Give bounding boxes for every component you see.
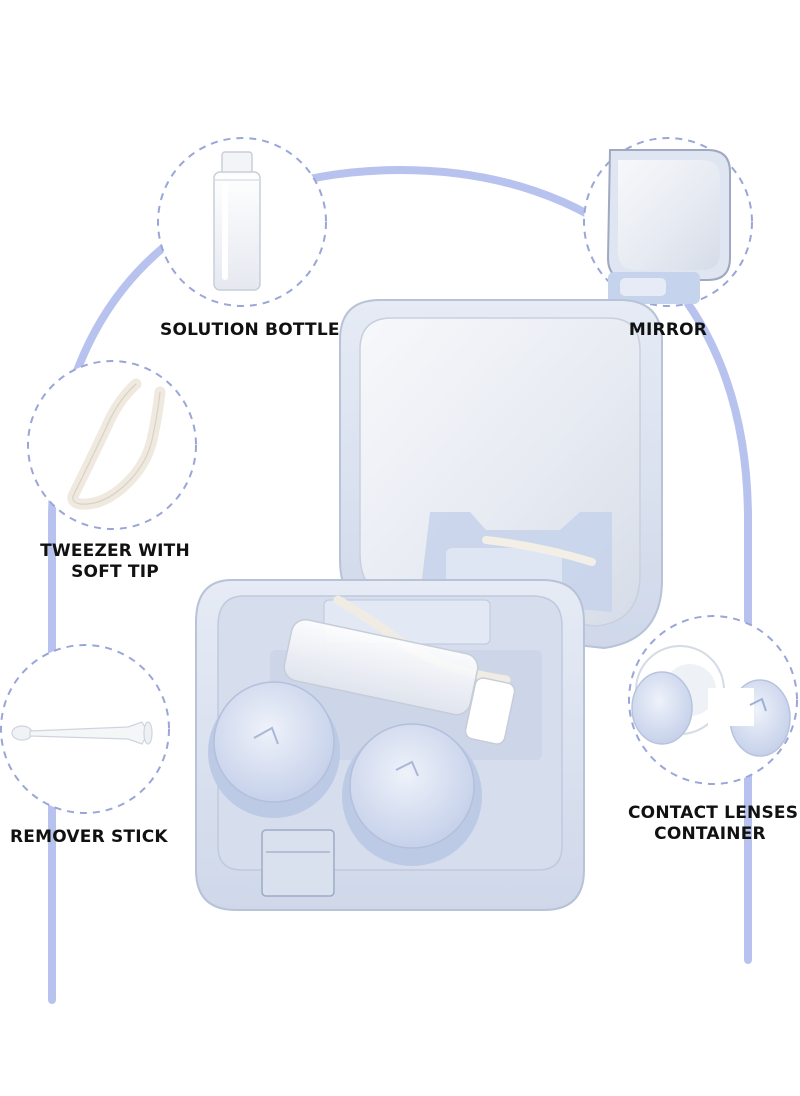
case-lid [339,299,663,650]
callout-tweezer [27,360,197,530]
label-tweezer-line2: SOFT TIP [71,562,159,582]
label-solution-bottle-text: SOLUTION BOTTLE [160,320,340,340]
label-contact-line1: CONTACT LENSES [628,803,799,823]
label-contact-line2: CONTAINER [654,824,766,844]
label-remover-stick-text: REMOVER STICK [10,827,168,847]
remover-stick-icon [11,721,153,745]
label-mirror-text: MIRROR [628,320,708,340]
label-contact-lenses-container: CONTACT LENSES CONTAINER [628,803,799,845]
solution-bottle-icon [213,151,261,291]
label-mirror: MIRROR [618,320,718,341]
label-tweezer-line1: TWEEZER WITH [40,541,190,561]
label-solution-bottle: SOLUTION BOTTLE [160,320,340,341]
tweezer-outline [72,383,161,505]
label-remover-stick: REMOVER STICK [10,827,168,848]
label-tweezer: TWEEZER WITH SOFT TIP [40,541,190,583]
background-arch [48,165,752,1004]
mirror-case-icon [606,149,731,304]
case-base [195,579,585,911]
lens-container-icon [631,645,791,757]
